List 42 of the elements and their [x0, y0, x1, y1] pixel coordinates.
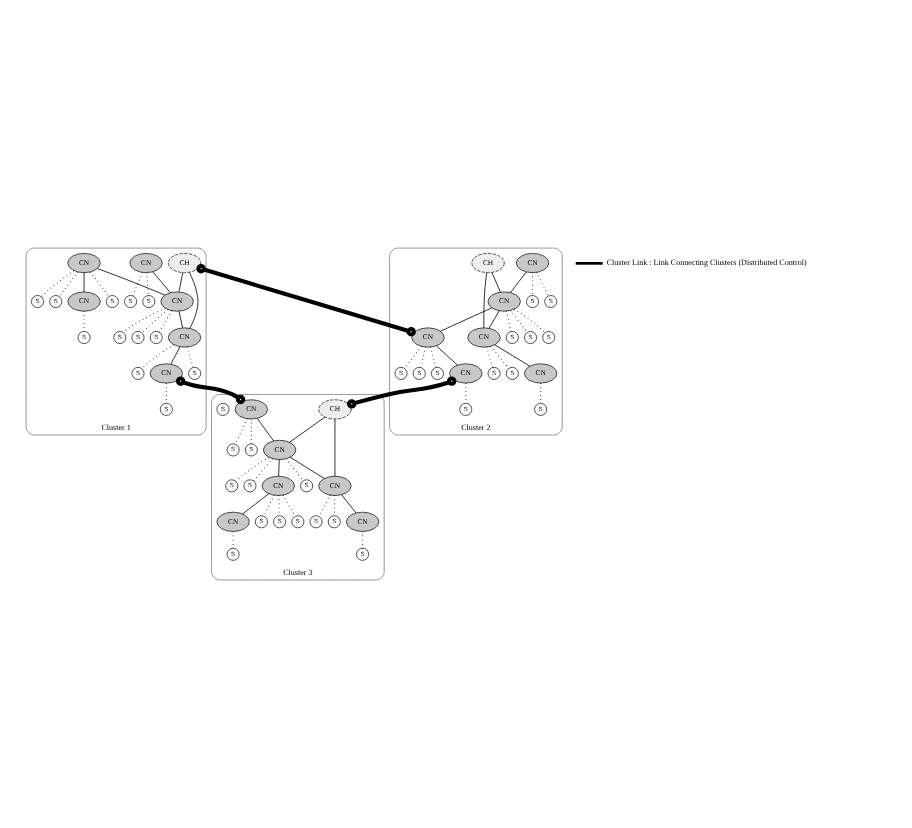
connector [362, 531, 364, 549]
connector [170, 346, 181, 365]
connector [40, 270, 75, 298]
connector [491, 271, 501, 293]
connector [440, 307, 493, 332]
connector [256, 417, 275, 442]
connector [196, 263, 416, 337]
connector [436, 345, 458, 366]
connector [347, 376, 457, 409]
connector [132, 272, 143, 297]
connector [232, 531, 234, 549]
connector [152, 271, 171, 294]
connector [510, 271, 527, 294]
connector [490, 345, 510, 369]
connector [536, 271, 549, 297]
connector [234, 418, 248, 445]
connector [122, 307, 166, 334]
connector [89, 271, 110, 297]
connector [278, 459, 280, 477]
connector [253, 458, 274, 482]
connector [58, 271, 79, 297]
connector [141, 344, 175, 370]
connector [235, 456, 270, 482]
connector [509, 309, 528, 333]
connector [282, 494, 296, 517]
connector [404, 345, 423, 369]
connector [178, 272, 184, 293]
connector [494, 344, 531, 367]
connector [285, 458, 304, 482]
connector [341, 494, 357, 514]
connector [483, 272, 488, 329]
connector [289, 456, 325, 479]
connector [158, 310, 173, 333]
connector [83, 272, 85, 293]
connector [175, 376, 246, 405]
connector [242, 493, 270, 515]
connector [514, 308, 546, 334]
connector [488, 310, 500, 329]
connector [188, 271, 199, 329]
connector [289, 416, 326, 443]
connector [178, 310, 183, 329]
connector [97, 268, 166, 296]
